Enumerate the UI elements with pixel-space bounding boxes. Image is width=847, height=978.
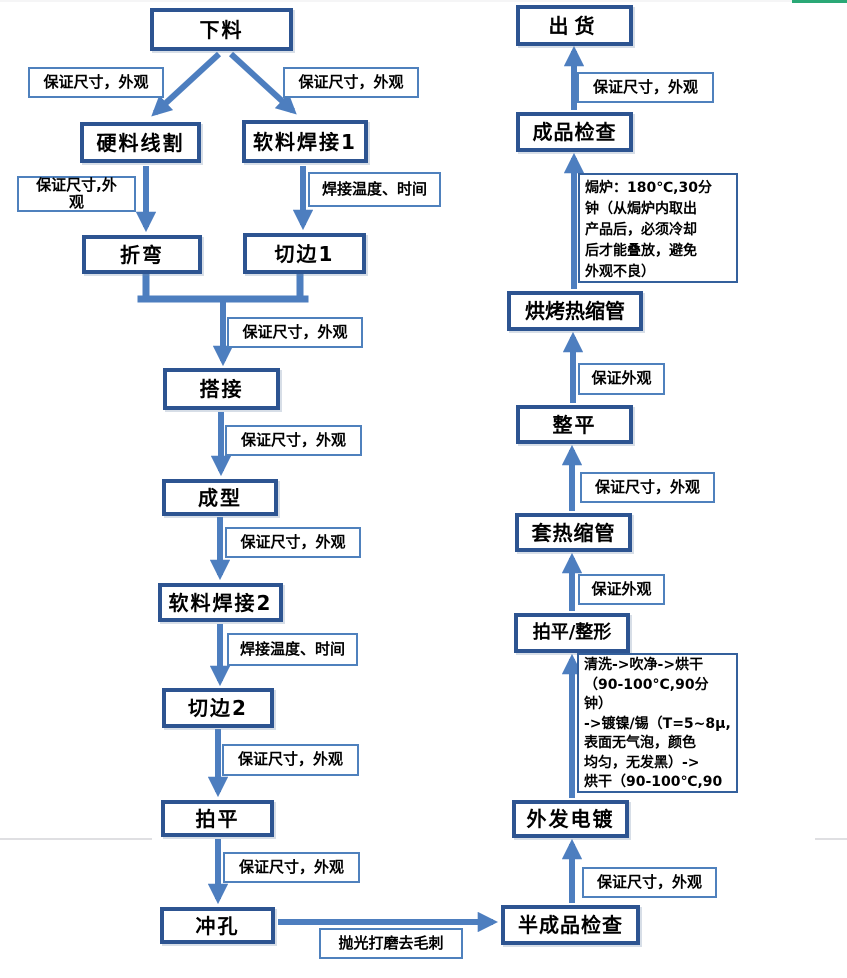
arrow-blanking-to-soft-weld-1 [228,51,297,115]
node-blanking: 下料 [150,8,293,51]
edge-label: 保证尺寸，外观 [580,472,715,503]
node-flattening: 拍平 [161,800,274,837]
top-strip [0,0,792,2]
node-outsourced-plating: 外发电镀 [512,800,629,838]
node-semi-finished-inspection: 半成品检查 [501,905,640,945]
node-bending: 折弯 [82,235,202,274]
merge-connector [137,271,309,303]
edge-label: 保证外观 [578,574,665,605]
top-green-bar [792,0,847,3]
edge-label: 保证尺寸，外观 [225,527,361,558]
process-note-oven: 焗炉：180℃,30分 钟（从焗炉内取出 产品后，必须冷却 后才能叠放，避免 外… [578,173,738,283]
node-bake-heat-shrink-tube: 烘烤热缩管 [507,291,643,331]
edge-label: 保证尺寸,外 观 [17,176,136,212]
node-trim-2: 切边2 [162,688,274,728]
edge-label: 抛光打磨去毛刺 [319,928,463,959]
node-flatten-reshape: 拍平/整形 [514,613,630,653]
edge-label: 保证尺寸，外观 [222,744,359,776]
node-hard-material-wire-cut: 硬料线割 [80,122,201,163]
edge-label: 焊接温度、时间 [227,633,358,666]
edge-label: 保证尺寸，外观 [577,72,714,103]
edge-label: 保证尺寸，外观 [223,852,360,883]
node-finished-inspection: 成品检查 [516,112,633,152]
edge-label: 焊接温度、时间 [308,172,441,207]
node-soft-material-weld-1: 软料焊接1 [242,120,368,163]
node-sleeve-heat-shrink-tube: 套热缩管 [515,513,632,552]
node-soft-material-weld-2: 软料焊接2 [158,583,283,622]
artifact-line-right [815,838,847,840]
edge-label: 保证外观 [578,363,665,395]
arrow-blanking-to-hard-wire-cut [151,51,222,117]
node-trim-1: 切边1 [243,233,366,274]
node-forming: 成型 [162,479,278,516]
edge-label: 保证尺寸，外观 [582,867,717,898]
process-note-plating-spec: 清洗->吹净->烘干 （90-100°C,90分钟） ->镀镍/锡（T=5~8μ… [577,653,738,793]
edge-label: 保证尺寸，外观 [227,317,363,348]
node-lap-joint: 搭接 [163,368,280,410]
artifact-line-left [0,838,152,840]
node-leveling: 整平 [516,405,633,444]
node-shipping: 出货 [516,5,633,46]
node-punching: 冲孔 [160,907,275,944]
edge-label: 保证尺寸，外观 [283,67,419,98]
edge-label: 保证尺寸，外观 [28,67,164,98]
edge-label: 保证尺寸，外观 [225,425,362,456]
